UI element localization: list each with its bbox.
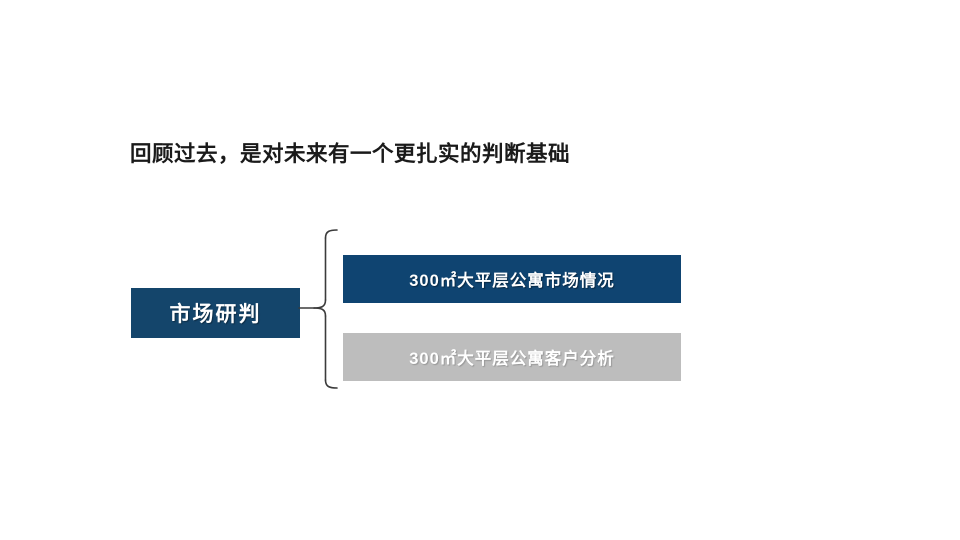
child-node-label: 300㎡大平层公寓客户分析 — [409, 350, 615, 368]
curly-bracket-icon — [298, 229, 338, 389]
page-title: 回顾过去，是对未来有一个更扎实的判断基础 — [130, 142, 571, 166]
child-node-label: 300㎡大平层公寓市场情况 — [409, 272, 615, 290]
root-node-market-research[interactable]: 市场研判 — [131, 288, 300, 338]
root-node-label: 市场研判 — [169, 303, 262, 326]
child-node-market-situation[interactable]: 300㎡大平层公寓市场情况 — [343, 255, 681, 303]
child-node-customer-analysis[interactable]: 300㎡大平层公寓客户分析 — [343, 333, 681, 381]
